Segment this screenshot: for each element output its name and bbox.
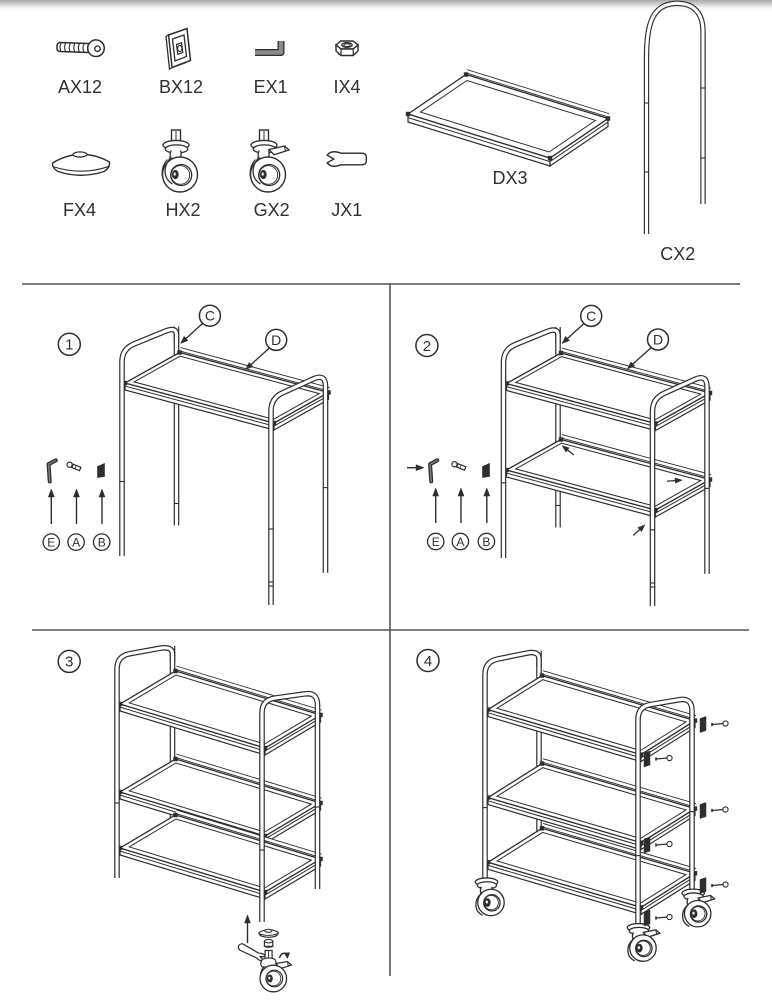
svg-text:EX1: EX1 [254,77,288,97]
svg-text:IX4: IX4 [333,77,360,97]
svg-text:DX3: DX3 [492,168,527,188]
svg-text:C: C [586,308,596,324]
svg-text:D: D [271,332,281,348]
svg-text:HX2: HX2 [165,200,200,220]
svg-text:BX12: BX12 [159,77,203,97]
svg-text:A: A [456,535,464,549]
svg-text:CX2: CX2 [660,244,695,264]
svg-text:GX2: GX2 [254,200,290,220]
svg-text:E: E [47,535,55,549]
svg-text:1: 1 [65,337,73,354]
svg-text:FX4: FX4 [63,200,96,220]
svg-text:C: C [205,308,215,324]
svg-text:AX12: AX12 [58,77,102,97]
svg-text:A: A [72,535,80,549]
svg-text:4: 4 [424,653,432,670]
svg-text:JX1: JX1 [331,200,362,220]
svg-text:2: 2 [423,338,431,355]
svg-text:B: B [482,535,490,549]
svg-text:3: 3 [65,654,73,671]
svg-text:B: B [98,535,106,549]
svg-text:D: D [653,332,663,348]
svg-text:E: E [432,535,440,549]
